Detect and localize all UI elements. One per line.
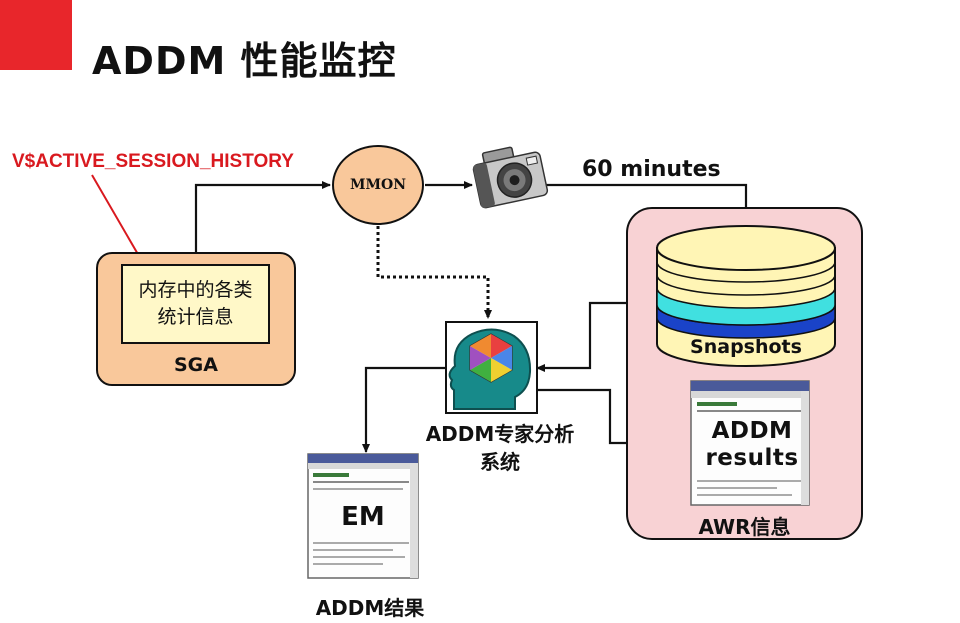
interval-label: 60 minutes <box>582 157 721 182</box>
mmon-label: MMON <box>350 177 406 193</box>
vash-label: V$ACTIVE_SESSION_HISTORY <box>12 151 294 172</box>
sga-label: SGA <box>174 354 218 376</box>
mmon-to-addm-dotted-arrow <box>376 226 492 319</box>
em-label: EM <box>341 502 385 532</box>
mmon-node: MMON <box>332 145 424 225</box>
title-accent-bar <box>0 0 72 70</box>
memory-stats-box: 内存中的各类统计信息 <box>121 264 270 344</box>
addm-results-label: ADDM results <box>705 418 799 471</box>
addm-to-em-arrow <box>362 366 446 453</box>
snapshots-label: Snapshots <box>690 336 802 358</box>
memory-stats-text: 内存中的各类统计信息 <box>138 279 253 328</box>
snapshots-to-addm-arrow <box>536 301 650 372</box>
sga-to-mmon-connector <box>194 181 331 264</box>
addm-engine-label: ADDM专家分析系统 <box>425 422 575 474</box>
slide-title: ADDM 性能监控 <box>92 39 397 83</box>
awr-label: AWR信息 <box>698 515 791 539</box>
addm-output-label: ADDM结果 <box>315 596 425 620</box>
